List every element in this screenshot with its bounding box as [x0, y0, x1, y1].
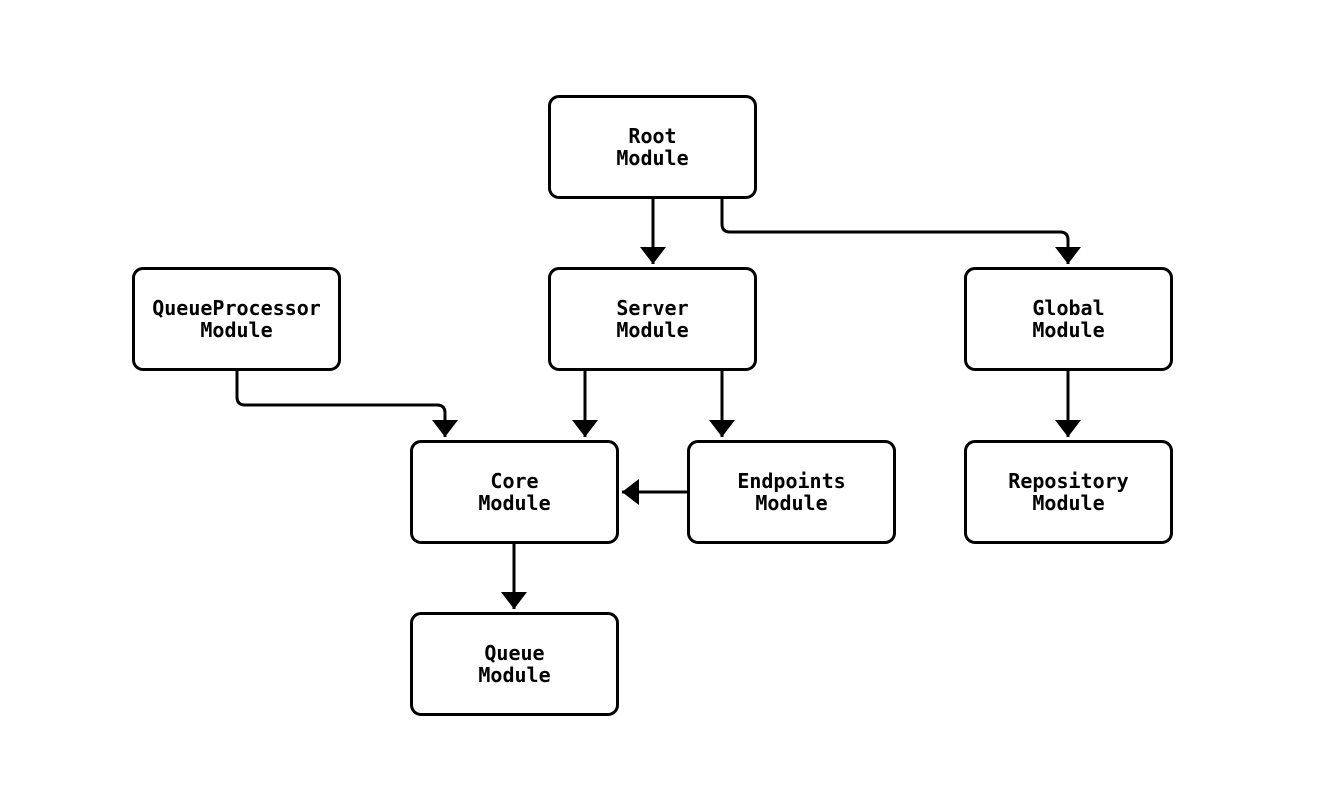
node-root-module-label: Root Module	[616, 124, 689, 170]
edge-queueprocessor-to-core	[235, 371, 458, 437]
node-queue-module: Queue Module	[410, 612, 619, 716]
node-queueprocessor-module: QueueProcessor Module	[132, 267, 341, 371]
node-core-module-label: Core Module	[478, 469, 551, 515]
node-server-module: Server Module	[548, 267, 757, 371]
node-server-module-label: Server Module	[616, 296, 689, 342]
node-global-module-label: Global Module	[1032, 296, 1105, 342]
node-repository-module: Repository Module	[964, 440, 1173, 544]
node-endpoints-module-label: Endpoints Module	[737, 469, 846, 515]
node-endpoints-module: Endpoints Module	[687, 440, 896, 544]
edge-root-to-global	[720, 199, 1081, 264]
node-repository-module-label: Repository Module	[1008, 469, 1129, 515]
node-global-module: Global Module	[964, 267, 1173, 371]
node-queue-module-label: Queue Module	[478, 641, 551, 687]
node-root-module: Root Module	[548, 95, 757, 199]
node-queueprocessor-module-label: QueueProcessor Module	[152, 296, 321, 342]
node-core-module: Core Module	[410, 440, 619, 544]
